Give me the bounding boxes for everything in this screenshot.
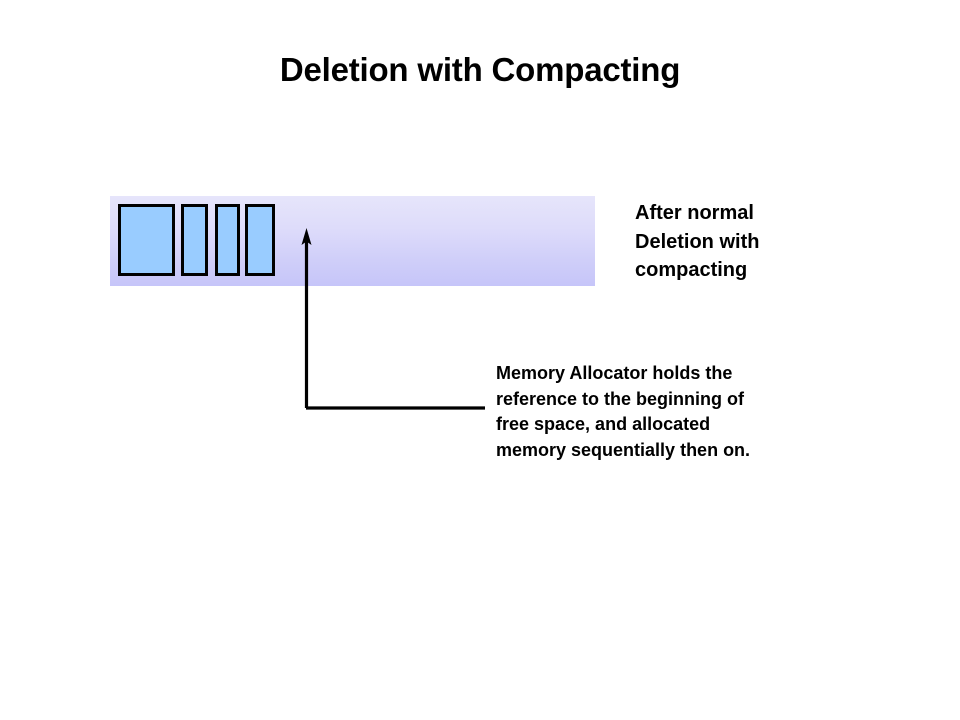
annotation-line-3: free space, and allocated (496, 414, 711, 434)
allocated-block-2 (181, 204, 208, 276)
title-part-emphasis: Compacting (491, 51, 681, 88)
side-label-after-deletion: After normal Deletion with compacting (635, 199, 875, 285)
allocated-block-3 (215, 204, 240, 276)
annotation-memory-allocator: Memory Allocator holds the reference to … (496, 361, 826, 463)
pointer-arrow (301, 228, 485, 410)
side-label-line-1: After normal (635, 202, 754, 224)
allocated-block-4 (245, 204, 275, 276)
title-part-normal: Deletion with (279, 51, 492, 88)
annotation-line-1: Memory Allocator holds the (496, 363, 733, 383)
page-title: Deletion with Compacting (0, 50, 960, 90)
side-label-line-3: compacting (635, 259, 748, 281)
side-label-line-2: Deletion with (635, 230, 760, 253)
allocated-block-1 (118, 204, 175, 276)
annotation-line-4: memory sequentially then on. (496, 439, 751, 460)
annotation-line-2: reference to the beginning of (496, 388, 745, 409)
